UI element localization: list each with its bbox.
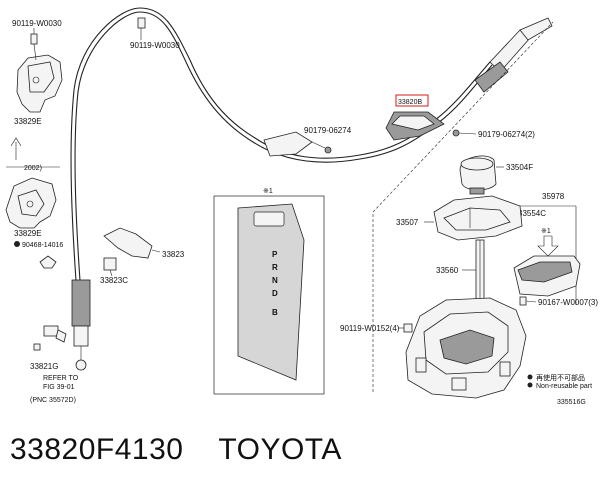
- label-33504f: 33504F: [506, 163, 533, 172]
- label-90179-06274-b: 90179-06274(2): [478, 130, 535, 139]
- upgrade-arrow: [10, 137, 22, 160]
- label-35978: 35978: [542, 192, 565, 201]
- screw-90167-w0007: [519, 296, 537, 306]
- legend-nonreusable: Non-reusable part: [536, 383, 592, 390]
- label-33560: 33560: [436, 266, 459, 275]
- diagram-code: 335516G: [557, 399, 586, 406]
- label-note1-arrow: ※1: [541, 228, 551, 235]
- part-number: 33820F4130: [10, 433, 184, 466]
- shifter-base-assembly: [405, 297, 527, 399]
- indicator-housing-33507: [433, 195, 523, 241]
- bolt-90119-w0030-left: [30, 28, 38, 45]
- label-90119-w0152: 90119-W0152(4): [340, 324, 400, 333]
- selector-35978: [513, 255, 581, 297]
- gear-letter-p: P: [272, 250, 278, 259]
- label-33507: 33507: [396, 218, 419, 227]
- label-90119-w0030-mid: 90119-W0030: [130, 41, 180, 50]
- clip-90179-06274-b: [452, 129, 477, 137]
- plate-33820b: [385, 111, 445, 141]
- cable-end-lower: [71, 279, 91, 371]
- indicator-window: [253, 211, 285, 227]
- highlight-box-33820b: [395, 94, 429, 107]
- label-pnc: (PNC 35572D): [30, 397, 76, 404]
- clip-33823c: [103, 257, 117, 277]
- gear-letter-r: R: [272, 263, 278, 272]
- bracket-33829e-bottom: [5, 177, 57, 229]
- legend-reusable: 再使用不可部品: [536, 373, 585, 382]
- label-2002: 2002): [24, 165, 42, 172]
- part-caption: 33820F4130 TOYOTA: [10, 433, 342, 467]
- clamp-90179-06274-a: [263, 131, 332, 157]
- shift-knob-33504f: [459, 155, 497, 195]
- bolt-90119-w0030-mid: [137, 17, 146, 40]
- bushing-33821g: [33, 325, 67, 351]
- legend-bullet-2: [527, 382, 533, 388]
- clamp-33823: [103, 227, 161, 259]
- assembly-dashed-frame: [372, 21, 554, 392]
- label-90119-w0030-left: 90119-W0030: [12, 19, 62, 28]
- label-33820b: 33820B: [398, 99, 422, 106]
- gear-letter-n: N: [272, 276, 278, 285]
- down-arrow-note1: [537, 235, 559, 257]
- legend-bullet-1: [527, 374, 533, 380]
- label-90468-14016: 90468-14016: [22, 242, 63, 249]
- label-refer-to: REFER TO: [43, 375, 79, 382]
- label-33823: 33823: [162, 250, 185, 259]
- label-90179-06274-a: 90179-06274: [304, 126, 352, 135]
- brand-name: TOYOTA: [218, 433, 342, 466]
- clip-90468-14016: [14, 241, 57, 269]
- indicator-plate: [237, 203, 305, 381]
- gear-letter-b: B: [272, 308, 278, 317]
- gear-letter-d: D: [272, 289, 278, 298]
- label-90167-w0007: 90167-W0007(3): [538, 298, 598, 307]
- bolt-90119-w0152: [398, 323, 413, 333]
- label-fig-39-01: FIG 39-01: [43, 384, 75, 391]
- label-note1: ※1: [263, 188, 273, 195]
- label-33823c: 33823C: [100, 276, 128, 285]
- bracket-33829e-top: [16, 43, 63, 113]
- label-33829e-bottom: 33829E: [14, 229, 42, 238]
- label-33829e-top: 33829E: [14, 117, 42, 126]
- label-33554c: 33554C: [518, 209, 546, 218]
- label-33821g: 33821G: [30, 362, 58, 371]
- detail-frame-note1: [213, 195, 325, 395]
